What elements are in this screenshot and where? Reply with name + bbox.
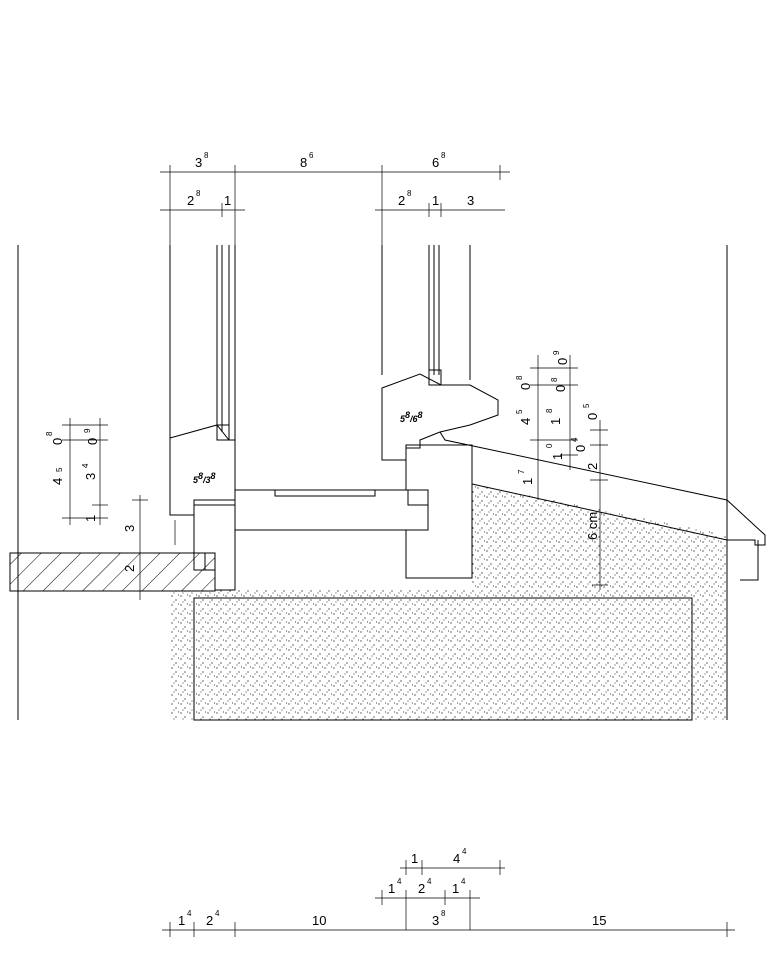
interior-sill-board <box>9 552 216 592</box>
bottom-dim-2-4-a: 2 4 <box>418 877 432 896</box>
svg-text:1: 1 <box>520 478 535 485</box>
svg-text:4: 4 <box>570 437 579 442</box>
svg-text:1: 1 <box>548 418 563 425</box>
svg-text:6: 6 <box>432 155 439 170</box>
svg-text:4: 4 <box>215 909 220 918</box>
profile-label-right: 58/68 <box>400 410 423 424</box>
svg-text:5: 5 <box>515 409 524 414</box>
svg-text:1: 1 <box>452 881 459 896</box>
svg-text:3: 3 <box>195 155 202 170</box>
svg-text:4: 4 <box>462 847 467 856</box>
svg-text:4: 4 <box>397 877 402 886</box>
svg-text:1: 1 <box>83 515 98 522</box>
exterior-metal-sill <box>439 431 766 581</box>
top-dimension-chain-1: 3 8 8 6 6 8 <box>160 151 510 245</box>
top-dim-3-8: 3 8 <box>195 151 209 170</box>
svg-text:1: 1 <box>411 851 418 866</box>
svg-text:8: 8 <box>407 189 412 198</box>
bottom-dim-1-4: 1 4 <box>178 909 192 928</box>
svg-text:4: 4 <box>453 851 460 866</box>
svg-text:8: 8 <box>196 189 201 198</box>
svg-text:4: 4 <box>518 418 533 425</box>
bottom-dim-2-4: 2 4 <box>206 909 220 928</box>
svg-text:4: 4 <box>81 463 90 468</box>
insulation-fill <box>170 484 727 720</box>
svg-text:8: 8 <box>204 151 209 160</box>
svg-text:1: 1 <box>550 453 565 460</box>
svg-text:5: 5 <box>582 403 591 408</box>
bottom-dim-4-4: 4 4 <box>453 847 467 866</box>
svg-text:8: 8 <box>300 155 307 170</box>
middle-rail <box>234 489 429 531</box>
svg-text:0: 0 <box>573 445 588 452</box>
profile-label-left: 58/38 <box>193 471 216 485</box>
svg-text:0: 0 <box>518 383 533 390</box>
svg-text:4: 4 <box>461 877 466 886</box>
svg-text:0: 0 <box>545 443 554 448</box>
bottom-dimension-chain-1: 1 4 4 <box>400 847 505 875</box>
svg-text:8: 8 <box>550 377 559 382</box>
svg-text:4: 4 <box>187 909 192 918</box>
svg-text:5: 5 <box>55 467 64 472</box>
svg-text:3: 3 <box>83 473 98 480</box>
top-dim-6-8: 6 8 <box>432 151 446 170</box>
top-dim-3: 3 <box>467 193 474 208</box>
svg-text:1: 1 <box>178 913 185 928</box>
svg-text:8: 8 <box>545 408 554 413</box>
svg-text:3: 3 <box>122 525 137 532</box>
left-sash-bottom-rail: 58/38 <box>169 424 236 516</box>
bottom-dim-1-4-b: 1 4 <box>452 877 466 896</box>
bottom-dim-1-4-a: 1 4 <box>388 877 402 896</box>
svg-text:3: 3 <box>432 913 439 928</box>
top-dim-8-6: 8 6 <box>300 151 314 170</box>
svg-text:4: 4 <box>427 877 432 886</box>
svg-text:7: 7 <box>517 469 526 474</box>
masonry-block <box>193 597 693 721</box>
left-dimension-chain: 4 5 0 8 3 4 0 9 1 3 2 <box>45 418 176 600</box>
bottom-dimension-chain-2: 1 4 2 4 1 4 <box>375 877 480 930</box>
top-dimension-chain-2: 2 8 1 2 8 1 3 <box>160 189 505 217</box>
bottom-dim-3-8: 3 8 <box>432 909 446 928</box>
top-dim-1-left: 1 <box>224 193 231 208</box>
svg-text:0: 0 <box>555 358 570 365</box>
svg-text:9: 9 <box>552 350 561 355</box>
svg-text:8: 8 <box>45 431 54 436</box>
svg-text:2: 2 <box>585 463 600 470</box>
svg-text:2: 2 <box>206 913 213 928</box>
bottom-dimension-chain-3: 1 4 2 4 10 3 8 15 <box>162 909 735 937</box>
svg-text:8: 8 <box>441 909 446 918</box>
bottom-dim-10: 10 <box>312 913 326 928</box>
top-dim-2-8-right: 2 8 <box>398 189 412 208</box>
svg-text:9: 9 <box>83 428 92 433</box>
svg-text:0: 0 <box>553 385 568 392</box>
right-sash-frame <box>381 245 471 386</box>
svg-text:0: 0 <box>585 413 600 420</box>
svg-text:8: 8 <box>515 375 524 380</box>
svg-text:6 cm: 6 cm <box>585 512 600 540</box>
right-frame-lower <box>405 444 473 579</box>
svg-text:2: 2 <box>398 193 405 208</box>
svg-text:2: 2 <box>122 565 137 572</box>
svg-text:2: 2 <box>187 193 194 208</box>
right-dimension-chain: 4 5 0 8 1 8 0 8 0 9 0 5 1 0 0 4 1 7 2 6 … <box>515 350 608 590</box>
bottom-dim-15: 15 <box>592 913 606 928</box>
svg-text:0: 0 <box>50 438 65 445</box>
svg-text:4: 4 <box>50 478 65 485</box>
svg-text:8: 8 <box>441 151 446 160</box>
svg-text:0: 0 <box>85 438 100 445</box>
top-dim-1-right: 1 <box>432 193 439 208</box>
svg-text:6: 6 <box>309 151 314 160</box>
svg-text:2: 2 <box>418 881 425 896</box>
left-sash-frame <box>169 245 236 590</box>
top-dim-2-8-left: 2 8 <box>187 189 201 208</box>
svg-text:1: 1 <box>388 881 395 896</box>
